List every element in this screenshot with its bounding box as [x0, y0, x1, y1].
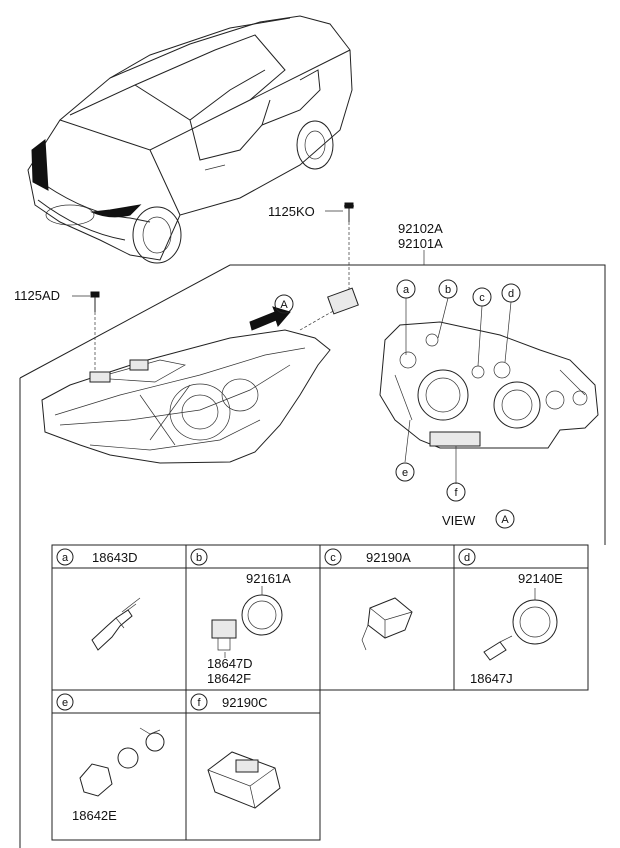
- svg-text:e: e: [402, 467, 408, 479]
- svg-text:b: b: [445, 284, 451, 296]
- igniter-92190a-drawing: [361, 597, 413, 651]
- callout-a: a: [396, 279, 416, 299]
- part-18643d: 18643D: [92, 550, 138, 565]
- svg-text:a: a: [403, 284, 410, 296]
- part-92161a: 92161A: [246, 571, 291, 586]
- car-illustration: [27, 15, 353, 264]
- bolt-1125ko: [325, 202, 354, 290]
- label-1125ko: 1125KO: [268, 204, 315, 219]
- bulb-ring-drawing: [211, 586, 283, 658]
- callout-b: b: [438, 279, 458, 299]
- part-18642e: 18642E: [72, 808, 117, 823]
- part-92190c: 92190C: [222, 695, 268, 710]
- part-92140e: 92140E: [518, 571, 563, 586]
- svg-text:e: e: [62, 697, 68, 709]
- svg-text:f: f: [197, 697, 201, 709]
- callout-e: e: [395, 462, 415, 482]
- callout-c: c: [472, 287, 492, 307]
- label-92102a: 92102A: [398, 221, 443, 236]
- view-arrow-ref: A: [280, 299, 288, 311]
- svg-text:c: c: [330, 552, 336, 564]
- svg-text:c: c: [479, 292, 485, 304]
- svg-text:d: d: [508, 288, 514, 300]
- part-18647d: 18647D: [207, 656, 253, 671]
- view-ref: A: [501, 514, 509, 526]
- svg-text:d: d: [464, 552, 470, 564]
- label-1125ad: 1125AD: [14, 288, 60, 303]
- headlamp-back-view: [379, 297, 599, 484]
- cell-c-header: c 92190A: [324, 548, 411, 566]
- view-label: VIEW: [442, 513, 476, 528]
- cell-b-header: b: [190, 548, 208, 566]
- label-92101a: 92101A: [398, 236, 443, 251]
- part-92190a: 92190A: [366, 550, 411, 565]
- bulb-socket-drawing: [79, 727, 165, 797]
- view-ref-circle: [495, 509, 515, 529]
- cell-d-header: d: [458, 548, 476, 566]
- svg-text:f: f: [454, 487, 458, 499]
- parts-table: [51, 544, 589, 841]
- callout-d: d: [501, 283, 521, 303]
- callout-f: f: [446, 482, 466, 502]
- svg-text:b: b: [196, 552, 202, 564]
- cell-f-header: f 92190C: [190, 693, 268, 711]
- bolt-1125ad: [72, 291, 100, 378]
- cell-a-header: a 18643D: [56, 548, 138, 566]
- assembly-frame: [19, 250, 606, 848]
- headlamp-assembly: [41, 287, 359, 464]
- cell-e-header: e: [56, 693, 74, 711]
- ring-bulb-drawing: [483, 588, 558, 661]
- bulb-18643d-drawing: [91, 597, 141, 651]
- ballast-92190c-drawing: [207, 751, 281, 809]
- part-18647j: 18647J: [470, 671, 513, 686]
- svg-text:a: a: [62, 552, 69, 564]
- part-18642f: 18642F: [207, 671, 251, 686]
- view-arrow: A: [249, 294, 294, 331]
